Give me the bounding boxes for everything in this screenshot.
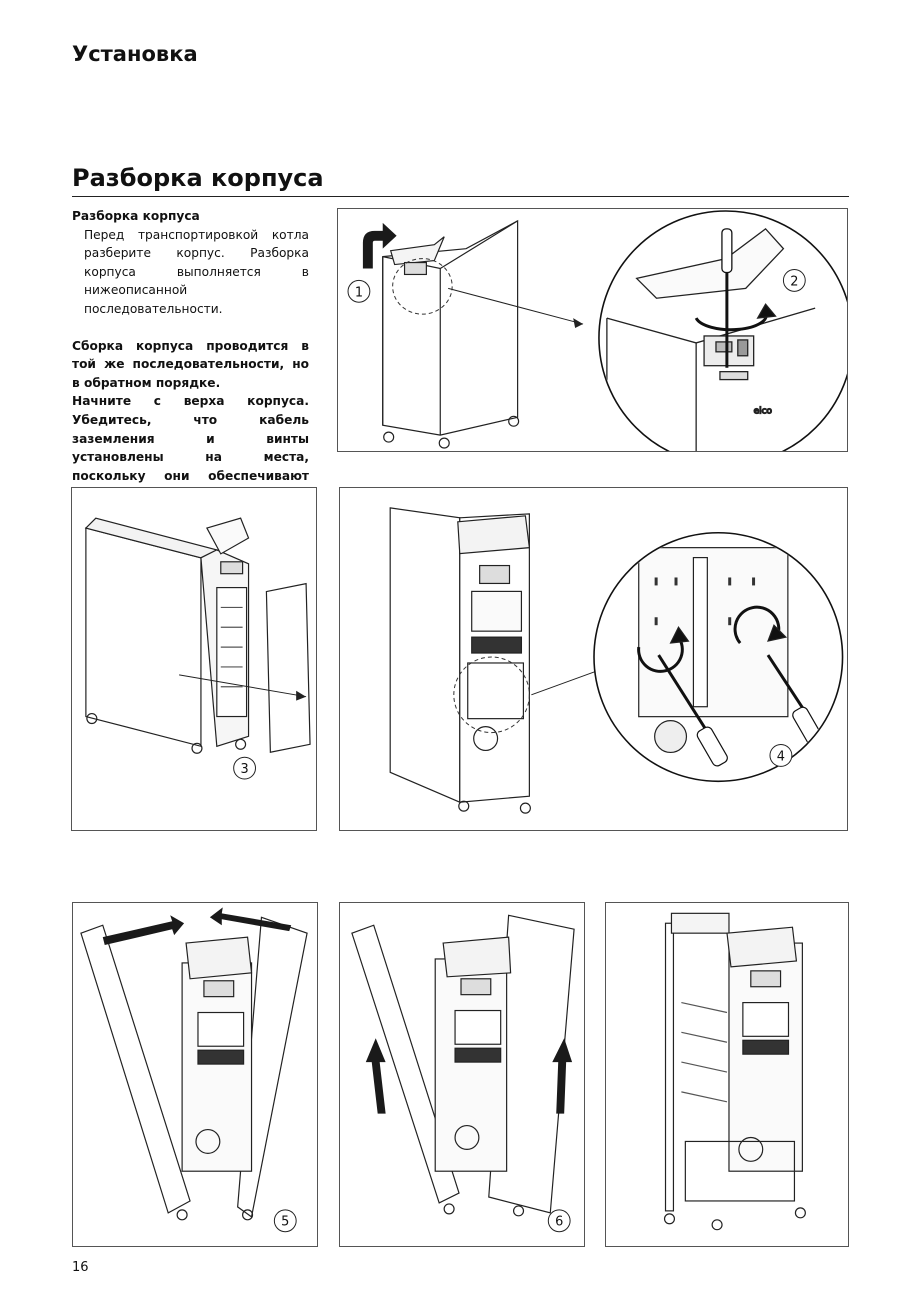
title-divider bbox=[72, 196, 849, 197]
step-1-badge bbox=[347, 279, 371, 303]
panel-remove-arrows-icon bbox=[102, 907, 292, 946]
step-4-badge bbox=[769, 744, 793, 767]
open-cabinet-illustration bbox=[84, 517, 311, 754]
step-6-badge bbox=[547, 1209, 571, 1233]
side-panels-opening-illustration bbox=[80, 916, 308, 1221]
step-5-badge bbox=[273, 1209, 297, 1233]
figure-step-3: 3 bbox=[71, 487, 317, 831]
figure-step-1-2: 1 elco 2 bbox=[337, 208, 848, 452]
instruction-body: Перед транспортировкой котла разберите к… bbox=[84, 227, 309, 316]
page-number: 16 bbox=[72, 1260, 89, 1275]
figure-step-4: 4 bbox=[339, 487, 848, 831]
step-5-label: 5 bbox=[281, 1215, 289, 1230]
figure-step-5: 5 bbox=[72, 902, 318, 1247]
figure-step-6: 6 bbox=[339, 902, 585, 1247]
boiler-cabinet-illustration bbox=[382, 219, 520, 449]
step-3-badge bbox=[233, 756, 256, 780]
step-3-label: 3 bbox=[240, 762, 248, 777]
side-panels-lift-illustration bbox=[351, 914, 575, 1217]
step-4-label: 4 bbox=[777, 749, 785, 764]
assembly-note: Сборка корпуса проводится в той же после… bbox=[72, 338, 309, 390]
front-panel-illustration bbox=[389, 507, 531, 814]
step-6-label: 6 bbox=[555, 1215, 563, 1230]
instruction-subheading: Разборка корпуса bbox=[72, 209, 200, 223]
step-2-label: 2 bbox=[790, 274, 798, 289]
detail-zoom-circle bbox=[598, 210, 847, 451]
lift-up-arrows-icon bbox=[365, 1038, 573, 1114]
figure-final-state bbox=[605, 902, 849, 1247]
instruction-text: Разборка корпуса Перед транспортировкой … bbox=[72, 207, 309, 523]
chapter-title: Разборка корпуса bbox=[72, 164, 324, 192]
brand-logo: elco bbox=[754, 406, 772, 416]
step-1-label: 1 bbox=[355, 285, 363, 300]
step-2-badge bbox=[782, 269, 806, 292]
frame-without-panels-illustration bbox=[663, 912, 806, 1231]
section-header: Установка bbox=[72, 42, 198, 66]
lift-arrow-icon bbox=[362, 222, 397, 269]
